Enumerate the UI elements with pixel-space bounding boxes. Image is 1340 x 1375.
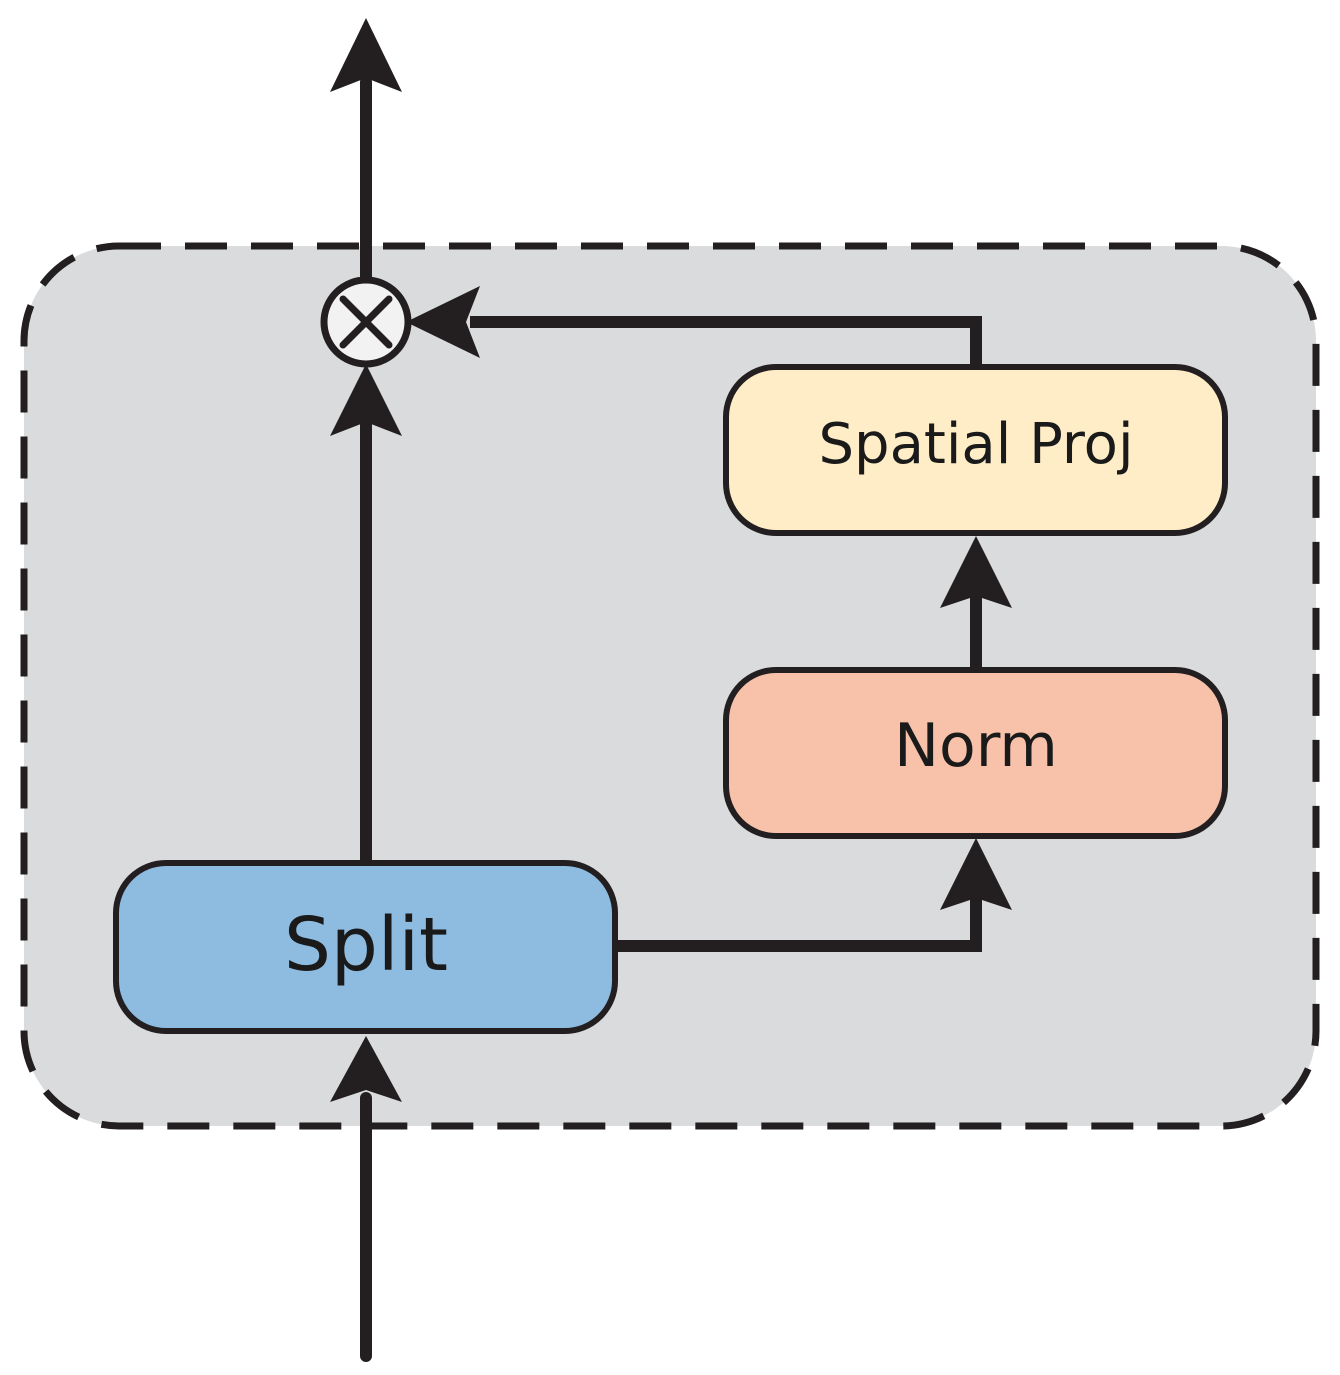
split-node: Split — [113, 860, 618, 1034]
norm-label: Norm — [894, 711, 1058, 781]
spatial-proj-node: Spatial Proj — [723, 364, 1228, 536]
split-label: Split — [284, 902, 448, 988]
norm-box — [723, 667, 1228, 839]
split-to-multiply-arrowhead — [330, 364, 402, 436]
spatial-proj-box — [723, 364, 1228, 536]
proj-to-multiply-arrowhead — [406, 286, 480, 358]
split-to-norm-line — [612, 898, 982, 952]
multiply-icon-stroke-b — [339, 295, 393, 349]
split-to-norm-arrowhead — [940, 838, 1012, 910]
norm-node: Norm — [723, 667, 1228, 839]
split-box — [113, 860, 618, 1034]
output-arrowhead — [330, 18, 402, 92]
multiply-operator — [320, 276, 412, 368]
proj-to-multiply-line — [470, 316, 982, 370]
norm-to-proj-arrowhead — [940, 536, 1012, 608]
spatial-proj-label: Spatial Proj — [819, 412, 1134, 477]
input-arrowhead — [330, 1036, 402, 1102]
